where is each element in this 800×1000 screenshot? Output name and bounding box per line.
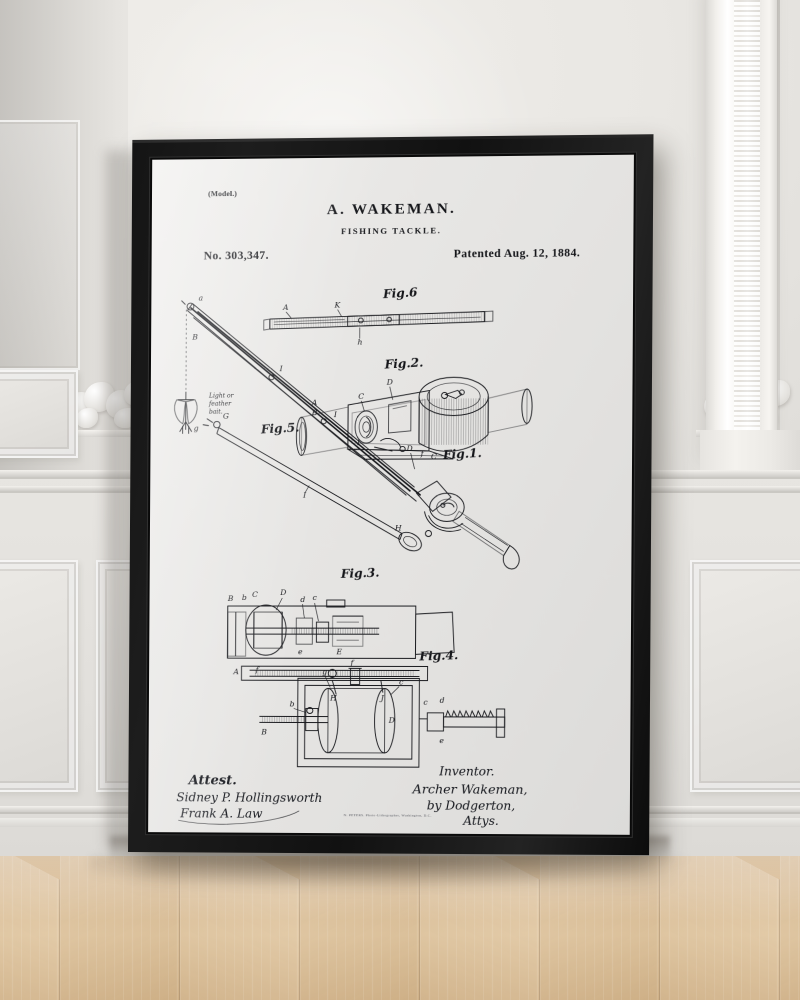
wall-column-edge — [777, 0, 780, 460]
svg-text:d: d — [440, 696, 445, 705]
wall-upper-panel — [0, 120, 80, 370]
svg-text:I: I — [279, 364, 284, 373]
svg-text:I: I — [302, 491, 307, 500]
svg-text:a: a — [199, 293, 204, 302]
framed-poster[interactable]: (Model.) A. WAKEMAN. FISHING TACKLE. No.… — [128, 134, 654, 856]
svg-text:e: e — [439, 736, 444, 745]
svg-text:b: b — [242, 593, 247, 602]
svg-text:A: A — [282, 303, 289, 312]
svg-text:Sidney P. Hollingsworth: Sidney P. Hollingsworth — [176, 790, 322, 805]
svg-text:Fig.4.: Fig.4. — [418, 648, 458, 663]
svg-text:g: g — [194, 424, 199, 433]
svg-text:Fig.5.: Fig.5. — [260, 420, 300, 436]
svg-text:Frank A. Law: Frank A. Law — [179, 806, 263, 820]
svg-text:H: H — [394, 524, 402, 533]
svg-text:Fig.6: Fig.6 — [382, 285, 419, 301]
svg-text:h: h — [358, 338, 363, 347]
svg-text:G: G — [223, 412, 229, 421]
wall-column-carving — [734, 0, 760, 460]
svg-text:c: c — [313, 593, 318, 602]
figure-2: Fig.2. — [296, 355, 532, 460]
svg-text:Archer Wakeman,: Archer Wakeman, — [412, 781, 528, 797]
svg-text:I: I — [333, 410, 338, 419]
svg-text:C: C — [252, 590, 258, 599]
svg-text:B: B — [227, 594, 234, 603]
svg-text:A: A — [232, 667, 239, 676]
frame-floor-shadow — [90, 856, 690, 890]
svg-text:B: B — [260, 727, 267, 736]
svg-text:f: f — [420, 449, 425, 458]
svg-text:D: D — [279, 588, 286, 597]
svg-text:Fig.3.: Fig.3. — [340, 565, 380, 580]
svg-text:feather: feather — [208, 401, 232, 408]
figure-5: Fig.5. G g H I — [194, 412, 426, 555]
svg-text:e: e — [298, 647, 303, 656]
svg-text:bait.: bait. — [209, 409, 223, 416]
svg-text:D: D — [386, 378, 393, 387]
svg-text:c: c — [423, 698, 428, 707]
wall-ornament-shelf-left — [58, 430, 162, 437]
poster-paper: (Model.) A. WAKEMAN. FISHING TACKLE. No.… — [148, 154, 634, 835]
svg-text:E: E — [335, 647, 342, 656]
svg-text:D: D — [406, 444, 413, 453]
svg-text:d: d — [300, 595, 305, 604]
svg-text:C: C — [358, 392, 364, 401]
svg-text:B: B — [191, 333, 198, 342]
figure-6: Fig.6 — [264, 285, 493, 347]
svg-text:C: C — [431, 452, 437, 461]
wainscot-panel-left — [0, 560, 78, 792]
svg-text:K: K — [334, 300, 341, 309]
attest-block: Attest. Sidney P. Hollingsworth Frank A.… — [176, 773, 322, 824]
figure-4: Fig.4. — [259, 648, 505, 768]
svg-text:D: D — [388, 716, 395, 725]
svg-text:c: c — [399, 678, 404, 687]
wainscot-panel-upper — [0, 370, 78, 458]
svg-text:J: J — [379, 694, 385, 703]
patent-drawings: .ln { stroke:#1a1b1f; fill:none; stroke-… — [148, 155, 634, 835]
svg-text:Light or: Light or — [208, 392, 235, 399]
inventor-block: Inventor. Archer Wakeman, by Dodgerton, … — [412, 764, 528, 828]
figure-3: Fig.3. — [226, 565, 454, 703]
svg-text:Attys.: Attys. — [462, 814, 499, 828]
floor-sheen — [0, 856, 800, 1000]
svg-text:g: g — [322, 667, 327, 676]
svg-text:Fig.1.: Fig.1. — [442, 446, 482, 462]
svg-text:by Dodgerton,: by Dodgerton, — [427, 798, 515, 813]
svg-text:b: b — [290, 699, 295, 708]
svg-text:Attest.: Attest. — [187, 773, 237, 788]
wainscot-panel-right — [690, 560, 800, 792]
parquet-floor — [0, 856, 800, 1000]
svg-text:Fig.2.: Fig.2. — [383, 355, 423, 371]
svg-text:Inventor.: Inventor. — [438, 764, 494, 778]
